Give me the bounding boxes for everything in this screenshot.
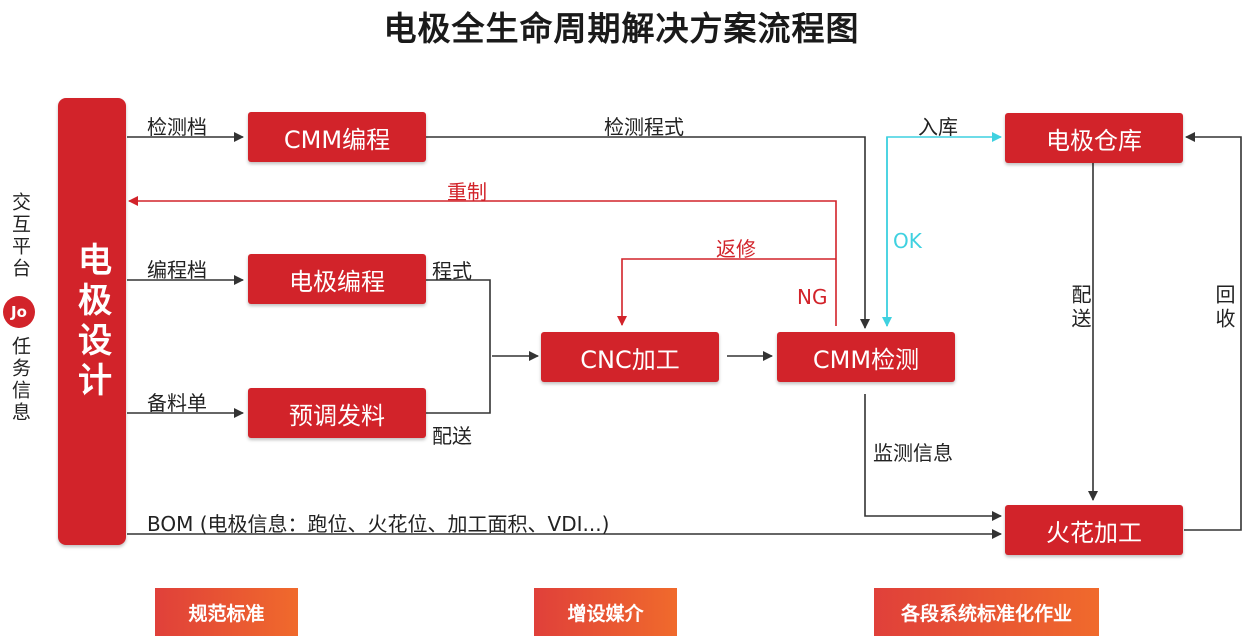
label-inspect-file: 检测档 [147, 115, 207, 139]
arrow-remake [128, 196, 837, 326]
label-distribute: 配送 [1068, 284, 1092, 332]
spark-machining-box: 火花加工 [1005, 505, 1183, 555]
label-ng: NG [797, 285, 828, 309]
label-program-file: 编程档 [147, 258, 207, 282]
footer-tag-standardization: 各段系统标准化作业 [874, 588, 1099, 636]
label-bill: 备料单 [147, 391, 207, 415]
footer-tag-standards: 规范标准 [155, 588, 298, 636]
preset-material-box: 预调发料 [248, 388, 426, 438]
side-label-task-info: 任务信息 [9, 336, 31, 424]
label-inspect-program: 检测程式 [604, 115, 684, 139]
label-remake: 重制 [447, 180, 487, 204]
label-rework: 返修 [716, 237, 756, 261]
label-ok: OK [893, 229, 922, 253]
electrode-design-label: 电极设计 [71, 241, 112, 402]
line-program-merge [426, 279, 491, 414]
footer-tag-media: 增设媒介 [534, 588, 677, 636]
arrow-cmm-program-inspect [426, 136, 870, 329]
brand-logo-icon: Jo [3, 296, 35, 328]
arrow-monitor-spark [864, 394, 1002, 521]
label-return: 回收 [1212, 284, 1236, 332]
label-storage: 入库 [918, 115, 958, 139]
label-delivery: 配送 [432, 424, 472, 448]
cnc-machining-box: CNC加工 [541, 332, 719, 382]
cmm-program-box: CMM编程 [248, 112, 426, 162]
cmm-inspect-box: CMM检测 [777, 332, 955, 382]
arrow-rework [617, 258, 836, 326]
side-label-interaction: 交互平台 [9, 192, 31, 280]
label-bom: BOM (电极信息：跑位、火花位、加工面积、VDI...) [147, 512, 610, 536]
electrode-design-box: 电极设计 [58, 98, 126, 545]
label-monitor-info: 监测信息 [873, 441, 953, 465]
page-title: 电极全生命周期解决方案流程图 [383, 9, 860, 48]
electrode-program-box: 电极编程 [248, 254, 426, 304]
electrode-warehouse-box: 电极仓库 [1005, 113, 1183, 163]
label-program: 程式 [432, 259, 472, 283]
arrow-recycle [1184, 132, 1242, 531]
